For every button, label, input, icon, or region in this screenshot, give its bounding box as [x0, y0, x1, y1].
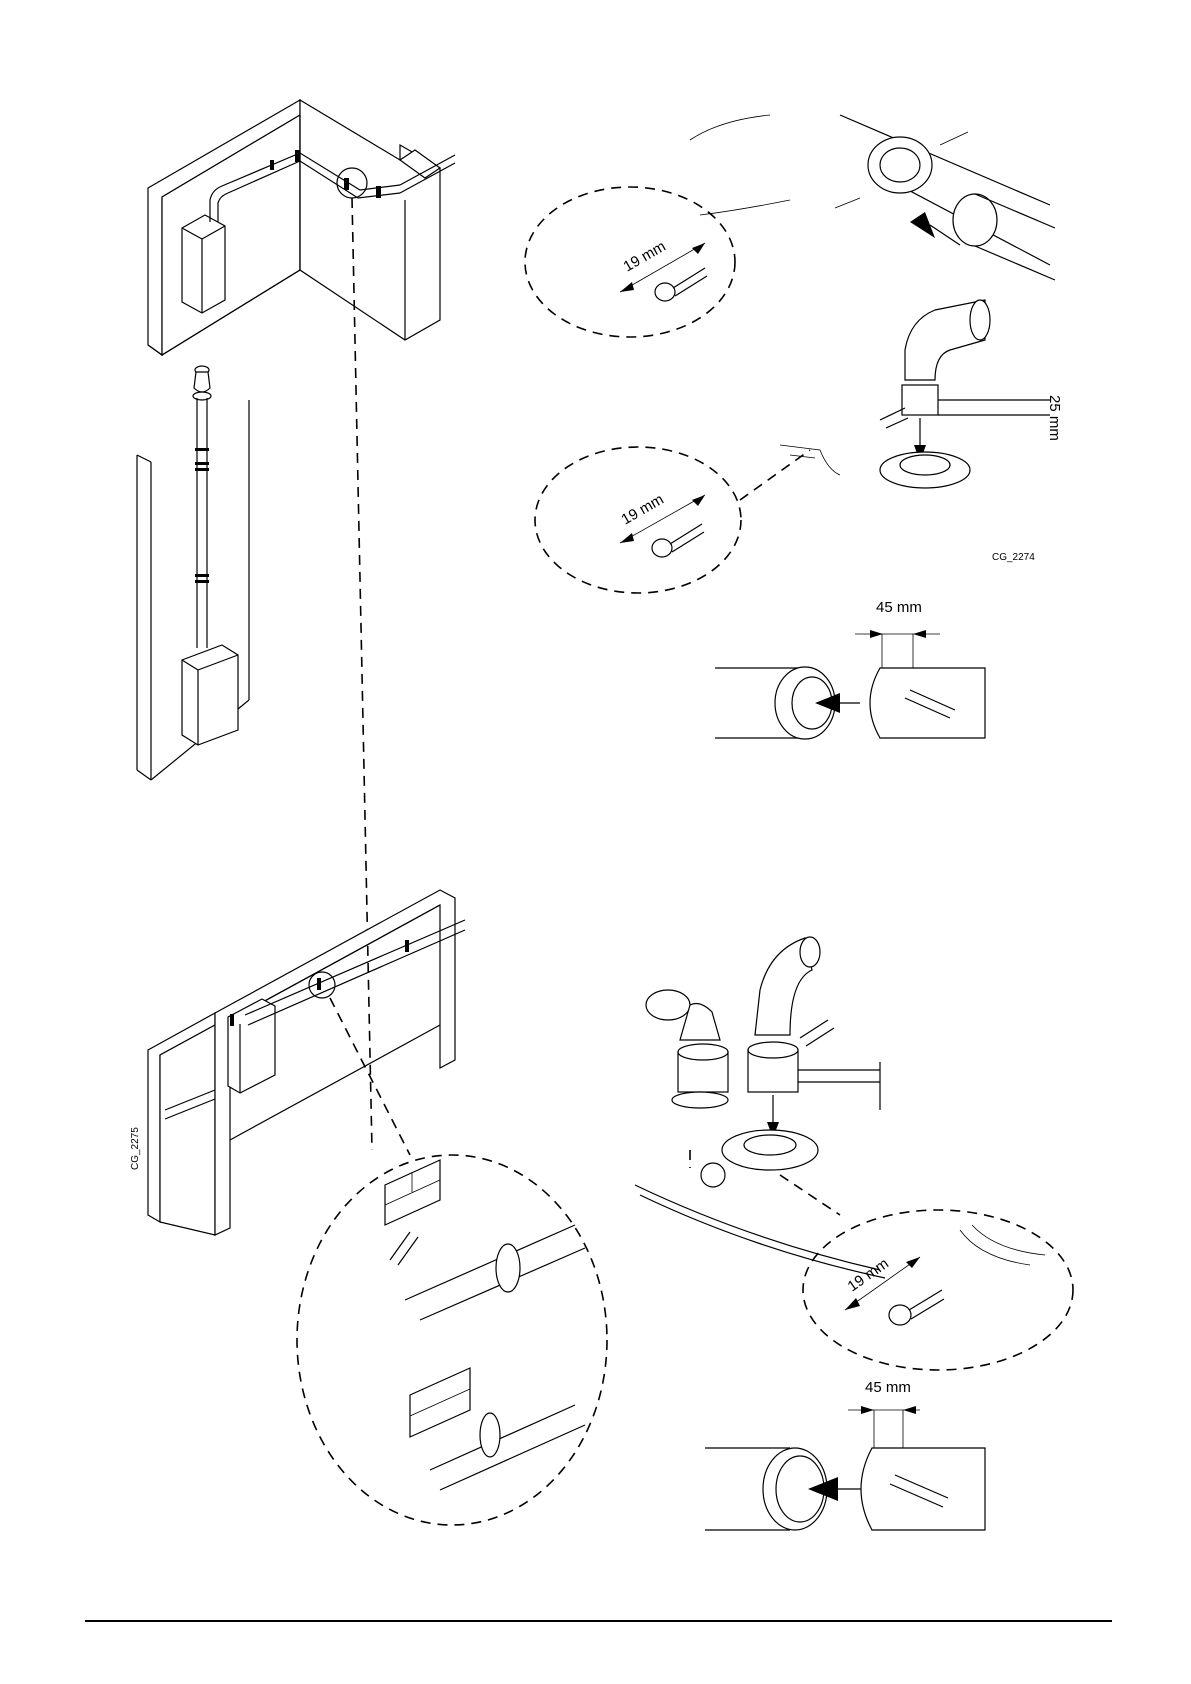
insert-length-label-top: 45 mm — [876, 599, 922, 616]
figure-code-top: CG_2274 — [992, 552, 1035, 563]
elbow-install-view: 25 mm — [780, 300, 1063, 488]
pipe-insert-detail-bottom: 45 mm — [705, 1379, 985, 1530]
insert-depth-label: 25 mm — [1046, 395, 1063, 441]
boiler-unit-horizontal — [228, 999, 275, 1093]
screw-length-label-3: 19 mm — [845, 1255, 892, 1295]
detail-callout-circle-2 — [309, 972, 335, 998]
boiler-unit — [182, 215, 225, 313]
page-footer-rule — [85, 1620, 1112, 1622]
pipe-connection-view — [690, 115, 1055, 280]
screw-detail-circle-3: 19 mm — [803, 1210, 1073, 1370]
screw-detail-circle-2: 19 mm — [535, 447, 810, 593]
callout-leader-line — [352, 198, 372, 1150]
twin-pipe-adapter-view — [635, 937, 885, 1278]
screw-detail-circle-1: 19 mm — [525, 187, 735, 337]
corner-wall-install-view — [148, 100, 455, 355]
brick-wall-top — [385, 1160, 440, 1225]
vertical-flue-view — [137, 366, 249, 780]
boiler-unit-vertical — [182, 645, 238, 745]
figure-code-left: CG_2275 — [130, 1127, 141, 1170]
screw-length-label-1: 19 mm — [621, 238, 669, 276]
insert-length-label-bottom: 45 mm — [865, 1379, 911, 1396]
pipe-insert-detail-top: 45 mm — [715, 599, 985, 739]
brick-wall-bottom — [410, 1368, 470, 1437]
screw-length-label-2: 19 mm — [619, 491, 667, 529]
bracket-detail-circle — [297, 1155, 607, 1525]
